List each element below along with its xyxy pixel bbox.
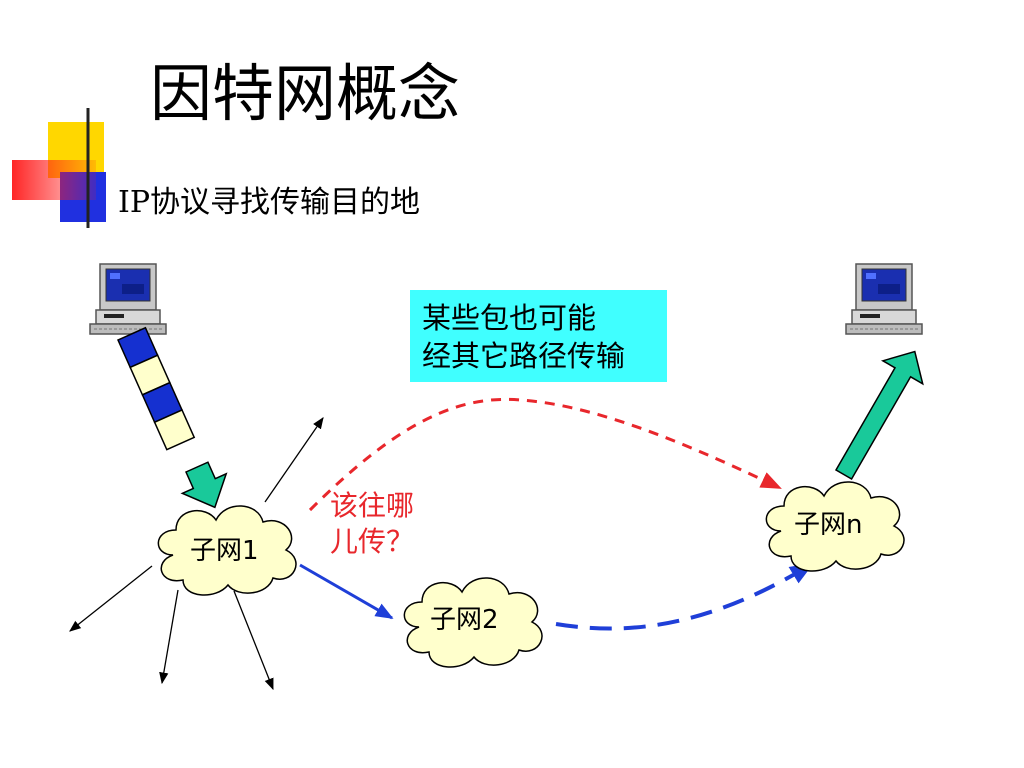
slide-title: 因特网概念 xyxy=(150,57,461,130)
packet-stream xyxy=(117,326,196,451)
subnet1-label: 子网1 xyxy=(190,536,259,566)
slide-subtitle: IP协议寻找传输目的地 xyxy=(118,185,421,220)
question-line-1: 该往哪 xyxy=(330,489,415,522)
callout-box: 某些包也可能 经其它路径传输 xyxy=(410,290,667,382)
routing-question: 该往哪 儿传？ xyxy=(330,488,414,560)
up-arrow-icon xyxy=(834,350,924,481)
decorative-squares xyxy=(12,108,960,228)
source-computer-icon xyxy=(89,263,167,335)
destination-computer-icon xyxy=(845,263,923,335)
down-arrow-icon xyxy=(180,461,228,509)
callout-line-1: 某些包也可能 xyxy=(422,301,597,335)
callout-line-2: 经其它路径传输 xyxy=(422,339,626,373)
path-s1-s2-arrow xyxy=(299,563,394,620)
subnet2-label: 子网2 xyxy=(430,605,499,635)
alternate-path-arrow xyxy=(308,397,782,512)
question-line-2: 儿传？ xyxy=(330,525,415,558)
subnetn-label: 子网n xyxy=(794,510,863,540)
path-s2-sn-arrow xyxy=(555,562,815,631)
outbound-arrows xyxy=(69,417,324,691)
